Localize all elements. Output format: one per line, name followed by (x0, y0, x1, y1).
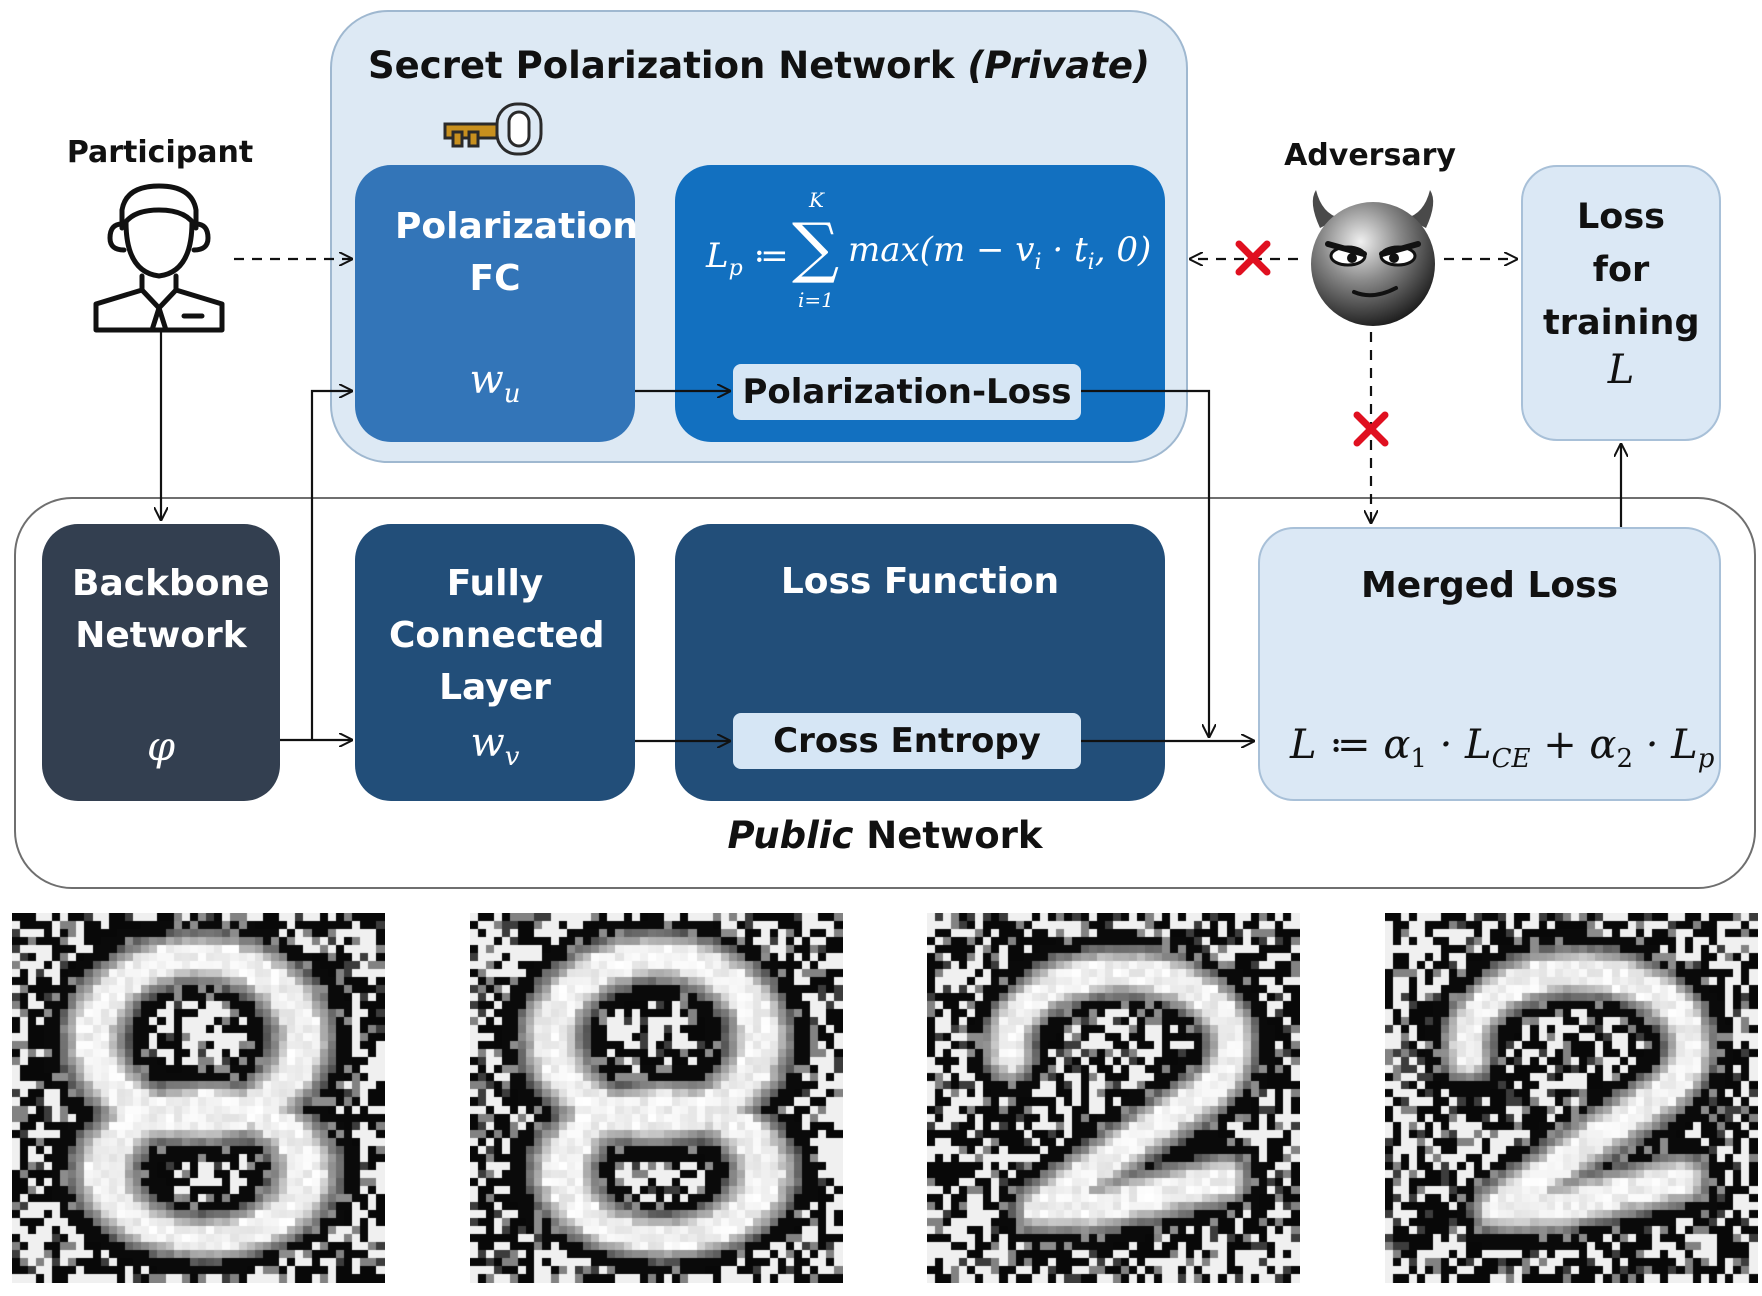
formula-assign: ≔ (742, 236, 789, 276)
fully-connected-box: Fully Connected Layer wv (355, 524, 635, 801)
backbone-network-box: Backbone Network φ (42, 524, 280, 801)
sum-lower: i=1 (798, 288, 834, 312)
blocked-cross-icon (1235, 240, 1271, 276)
merged-formula-b: · L (1426, 722, 1492, 768)
fully-connected-title: Fully Connected Layer (389, 563, 605, 708)
noisy-digit-2-a (927, 913, 1300, 1283)
participant-label: Participant (66, 135, 254, 170)
fully-connected-symbol-sub: v (504, 742, 520, 772)
polarization-fc-symbol: wu (355, 357, 635, 409)
cross-entropy-label: Cross Entropy (733, 713, 1081, 769)
merged-loss-title: Merged Loss (1360, 565, 1618, 606)
participant-icon (93, 183, 225, 333)
polarization-fc-symbol-w: w (469, 357, 504, 403)
noisy-digit-2-b (1385, 913, 1758, 1283)
merged-formula-sub1: 1 (1410, 744, 1427, 774)
fully-connected-symbol: wv (355, 720, 635, 772)
merged-formula-sub4: p (1697, 744, 1715, 774)
blocked-cross-icon (1353, 411, 1389, 447)
polarization-fc-title: Polarization FC (395, 206, 638, 299)
secret-network-title: Secret Polarization Network (Private) (330, 44, 1188, 87)
noisy-digit-8-b (470, 913, 843, 1283)
merged-formula-sub3: 2 (1616, 744, 1633, 774)
key-icon (443, 102, 543, 156)
sum-sigma-icon: ∑ (792, 209, 840, 286)
adversary-label: Adversary (1284, 138, 1456, 173)
formula-lhs: Lp ≔ (706, 236, 789, 281)
formula-rhs-sub2: i (1087, 249, 1095, 275)
secret-network-title-main: Secret Polarization Network (368, 44, 968, 87)
adversary-devil-icon (1311, 190, 1435, 326)
public-network-title: Public Network (14, 814, 1756, 857)
fully-connected-symbol-w: w (470, 720, 505, 766)
loss-for-training-title: Loss for training (1543, 197, 1700, 343)
loss-for-training-box: Loss for training L (1521, 165, 1721, 441)
formula-rhs-a: max(m − v (848, 230, 1035, 270)
polarization-fc-box: Polarization FC wu (355, 165, 638, 442)
polarization-loss-label: Polarization-Loss (733, 364, 1081, 420)
formula-lhs-l: L (706, 236, 729, 276)
merged-loss-formula: L ≔ α1 · LCE + α2 · Lp (1290, 722, 1714, 774)
formula-rhs-end: , 0) (1094, 230, 1152, 270)
merged-loss-box: Merged Loss (1258, 527, 1721, 801)
polarization-fc-symbol-sub: u (503, 379, 521, 409)
public-network-title-main: Network (853, 814, 1043, 857)
formula-rhs: max(m − vi · ti, 0) (848, 230, 1151, 275)
merged-formula-a: L ≔ α (1290, 722, 1411, 768)
loss-for-training-symbol: L (1607, 347, 1635, 393)
formula-lhs-sub: p (728, 255, 743, 281)
noisy-digit-8-a (12, 913, 385, 1283)
public-network-title-public: Public (727, 814, 854, 857)
formula-rhs-mid: · t (1041, 230, 1088, 270)
merged-formula-d: · L (1633, 722, 1698, 768)
secret-network-title-private: (Private) (967, 44, 1150, 87)
merged-formula-sub2: CE (1491, 744, 1531, 774)
loss-function-title: Loss Function (780, 561, 1060, 602)
backbone-network-symbol: φ (146, 724, 175, 770)
merged-formula-c: + α (1530, 722, 1617, 768)
formula-rhs-sub1: i (1034, 249, 1042, 275)
sum-upper: K (809, 188, 824, 212)
backbone-network-title: Backbone Network (72, 563, 270, 656)
